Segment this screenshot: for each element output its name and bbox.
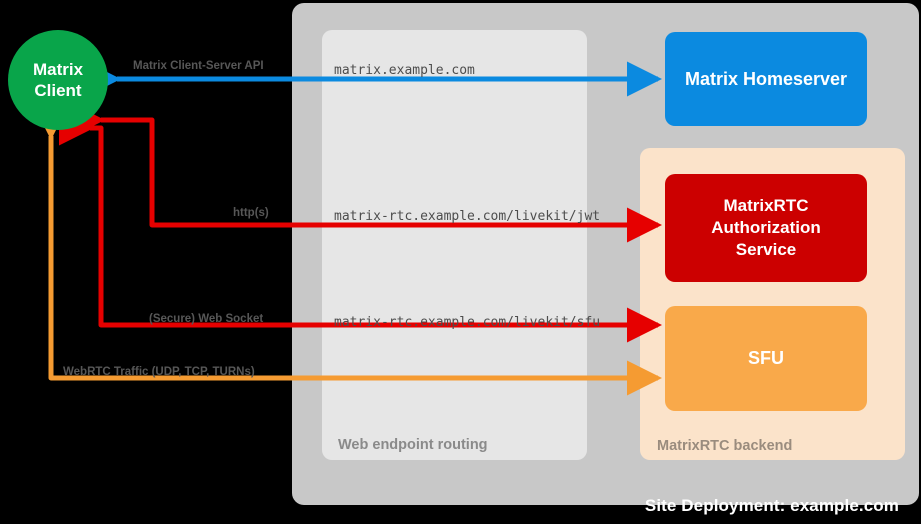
edge-jwt-auth [70,102,663,243]
node-matrixrtc-authorization-service[interactable] [665,174,867,282]
web-endpoint-routing-title: Web endpoint routing [338,437,488,453]
site-deployment-title: Site Deployment: example.com [644,496,899,515]
edge-webrtc-media [33,105,663,396]
matrixrtc-backend-title: MatrixRTC backend [657,438,793,454]
node-matrix-homeserver[interactable] [665,32,867,126]
node-matrix-client[interactable] [8,30,108,130]
node-sfu[interactable] [665,306,867,411]
